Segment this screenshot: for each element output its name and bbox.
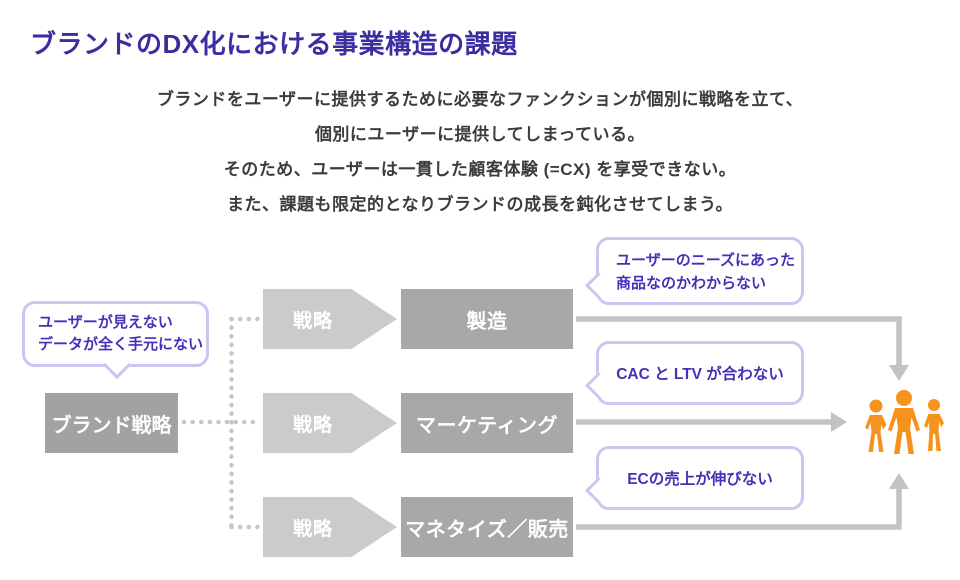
solid-connectors: [576, 316, 902, 530]
function-box-manufacturing: 製造: [401, 289, 573, 349]
function-box-marketing: マーケティング: [401, 393, 573, 453]
function-label: マネタイズ／販売: [405, 518, 569, 541]
dotted-connectors: [181, 316, 262, 530]
issue-line: CAC と LTV が合わない: [616, 366, 784, 383]
issue-bubble-product-fit: ユーザーのニーズにあった 商品なのかわからない: [585, 237, 804, 305]
line-monetize-to-users: [576, 487, 902, 530]
strategy-arrow-label: 戦略: [292, 414, 333, 436]
brand-issue-line: データが全く手元にない: [38, 336, 204, 353]
strategy-arrow-label: 戦略: [292, 310, 333, 332]
issue-line: ECの売上が伸びない: [627, 471, 773, 488]
page-title: ブランドのDX化における事業構造の課題: [30, 29, 518, 59]
issue-bubble-cac-ltv: CAC と LTV が合わない: [585, 341, 804, 405]
description-line: ブランドをユーザーに提供するために必要なファンクションが個別に戦略を立て、: [156, 90, 804, 109]
brand-issue-bubble: ユーザーが見えない データが全く手元にない: [22, 301, 209, 380]
users-group-icon: [865, 390, 944, 454]
brand-issue-line: ユーザーが見えない: [38, 314, 173, 331]
issue-bubble-ec-sales: ECの売上が伸びない: [585, 446, 804, 510]
line-manufacturing-to-users: [576, 316, 902, 367]
description: ブランドをユーザーに提供するために必要なファンクションが個別に戦略を立て、 個別…: [0, 82, 960, 222]
description-line: そのため、ユーザーは一貫した顧客体験 (=CX) を享受できない。: [223, 160, 737, 179]
arrowhead-right-icon: [831, 412, 847, 432]
arrowheads: [831, 365, 909, 489]
brand-strategy-label: ブランド戦略: [51, 414, 172, 437]
description-line: 個別にユーザーに提供してしまっている。: [314, 125, 646, 144]
brand-strategy-box: ブランド戦略: [45, 393, 178, 453]
description-line: また、課題も限定的となりブランドの成長を鈍化させてしまう。: [227, 195, 733, 214]
issue-line: ユーザーのニーズにあった: [616, 252, 795, 269]
arrowhead-up-icon: [889, 473, 909, 489]
arrowhead-down-icon: [889, 365, 909, 381]
function-label: マーケティング: [416, 414, 558, 437]
strategy-arrow-label: 戦略: [292, 518, 333, 540]
function-label: 製造: [466, 310, 508, 333]
issue-line: 商品なのかわからない: [616, 275, 767, 292]
function-box-monetize-sales: マネタイズ／販売: [401, 497, 573, 557]
